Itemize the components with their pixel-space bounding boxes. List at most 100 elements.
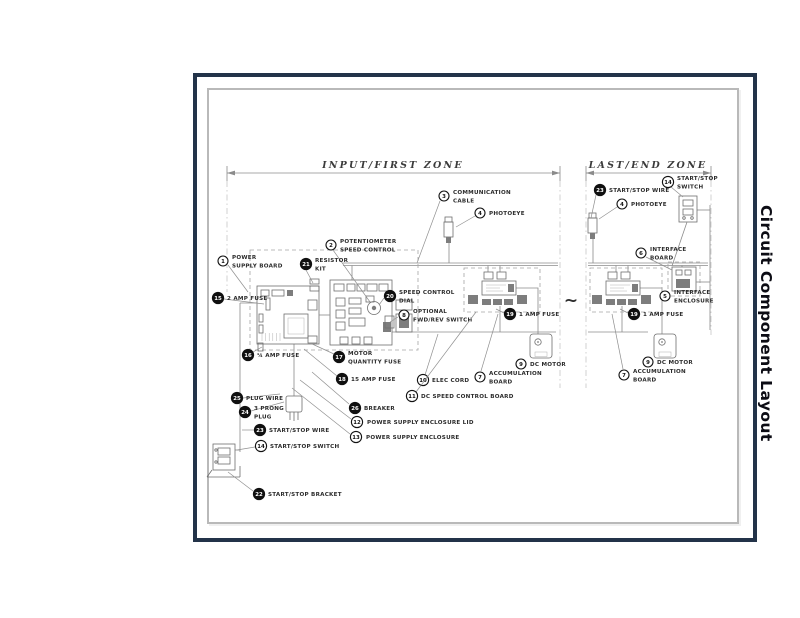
- callout-leader-line: [389, 316, 399, 323]
- callout-leader-line: [236, 446, 256, 451]
- fuse-quarter-amp: [257, 342, 264, 352]
- drawing-sheet: [193, 73, 757, 542]
- callout-leader-line: [415, 311, 477, 393]
- callout-leader-line: [611, 313, 624, 370]
- callout-leader-line: [227, 471, 254, 492]
- callout-number: 17: [335, 355, 343, 361]
- callout-circle: [627, 307, 641, 321]
- dc-motor-first: [529, 333, 553, 359]
- callout-label: QUANTITY FUSE: [348, 360, 401, 366]
- start-stop-switch-last: [671, 195, 698, 267]
- callout-leader-line: [252, 346, 263, 353]
- dc-motor-last: [653, 333, 677, 359]
- callout-number: 15: [214, 296, 222, 302]
- callout-circle: [254, 439, 268, 453]
- callout-label: INTERFACE: [650, 247, 686, 253]
- callout-number: 21: [302, 262, 310, 268]
- callout-15: 15 2 AMP FUSE: [211, 291, 268, 305]
- callout-leader-line: [311, 371, 350, 405]
- callout-label: PHOTOEYE: [631, 202, 667, 208]
- callout-circle: [618, 369, 630, 381]
- callout-circle: [349, 430, 363, 444]
- callout-label: POWER SUPPLY ENCLOSURE: [366, 435, 460, 441]
- callout-label: OPTIONAL: [413, 309, 447, 315]
- callout-17: 17 MOTOR QUANTITY FUSE: [309, 342, 401, 366]
- callout-number: 3: [442, 194, 446, 200]
- callout-number: 2: [329, 243, 333, 249]
- callout-label: PHOTOEYE: [489, 211, 525, 217]
- callout-leader-line: [291, 387, 351, 435]
- callout-circle: [335, 372, 349, 386]
- accumulation-board-first: [463, 267, 541, 313]
- callout-leader-line: [645, 256, 673, 271]
- callout-label: ACCUMULATION: [489, 371, 542, 377]
- zone-separator: ~: [564, 291, 578, 311]
- elec-cord-wire: [392, 287, 663, 334]
- callout-label: MOTOR: [348, 351, 373, 357]
- callout-label: 1 AMP FUSE: [643, 312, 684, 318]
- callout-label: FWD/REV SWITCH: [413, 318, 473, 324]
- three-prong-plug: [285, 395, 303, 421]
- callout-circle: [416, 373, 430, 387]
- callout-circle: [398, 309, 410, 321]
- callout-number: 23: [596, 188, 604, 194]
- callout-number: 25: [233, 396, 241, 402]
- callout-label: DIAL: [399, 299, 415, 305]
- callout-circle: [348, 401, 362, 415]
- callout-25: 25 PLUG WIRE: [230, 391, 283, 405]
- callout-circle: [438, 190, 450, 202]
- callout-leader-line: [590, 194, 597, 219]
- callout-number: 1: [221, 259, 225, 265]
- interface-board: [667, 205, 711, 330]
- callout-circle: [474, 207, 486, 219]
- callout-leader-line: [455, 215, 476, 228]
- callout-circle: [241, 348, 255, 362]
- callout-label: 2 AMP FUSE: [227, 296, 268, 302]
- callout-number: 26: [351, 406, 359, 412]
- callout-label: COMMUNICATION: [453, 190, 511, 196]
- callout-label: SPEED CONTROL: [399, 290, 455, 296]
- callout-label: SUPPLY BOARD: [232, 264, 283, 270]
- transformer: [283, 313, 309, 339]
- callout-leader-line: [332, 249, 371, 303]
- callout-circle: [593, 183, 607, 197]
- photoeye-last: [587, 212, 598, 239]
- callout-leader-line: [305, 269, 314, 284]
- callout-label: START/STOP: [677, 176, 718, 182]
- callout-circle: [253, 423, 267, 437]
- callout-number: 7: [622, 373, 626, 379]
- callout-label: ENCLOSURE: [674, 299, 714, 305]
- zone-dimension-first: INPUT/FIRST ZONE: [226, 160, 561, 388]
- callout-label: POWER: [232, 255, 257, 261]
- callout-number: 4: [478, 211, 482, 217]
- callout-label: PLUG WIRE: [246, 396, 283, 402]
- vertical-title: Circuit Component Layout: [757, 205, 775, 442]
- callout-circle: [659, 290, 671, 302]
- interface-enclosure-outline: [667, 261, 701, 297]
- fuse-1amp-last: [641, 295, 651, 304]
- callout-number: 22: [255, 492, 263, 498]
- drawing-frame: [207, 88, 739, 524]
- callout-circle: [642, 356, 654, 368]
- callout-circle: [217, 255, 229, 267]
- callout-label: SWITCH: [677, 185, 703, 191]
- callout-leader-line: [250, 401, 285, 412]
- callout-circle: [405, 389, 419, 403]
- callout-label: DC MOTOR: [657, 360, 693, 366]
- dc-speed-control-board: [309, 278, 413, 346]
